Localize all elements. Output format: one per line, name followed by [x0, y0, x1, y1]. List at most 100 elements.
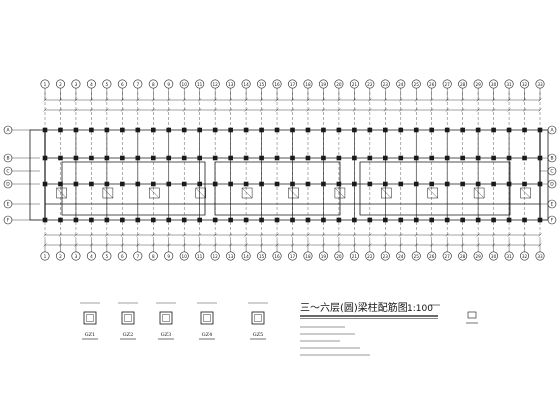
grid-number: 18: [305, 82, 311, 87]
column-square: [305, 127, 311, 133]
dimension-tick: [151, 233, 155, 237]
grid-number: 11: [197, 254, 203, 259]
grid-number: 5: [106, 82, 109, 87]
grid-number: 23: [383, 82, 389, 87]
column-square: [135, 155, 141, 161]
grid-number: 17: [290, 82, 296, 87]
dimension-tick: [198, 243, 202, 247]
dimension-tick: [43, 98, 47, 102]
grid-number: 27: [445, 254, 451, 259]
column-square: [352, 127, 357, 133]
column-square: [120, 217, 125, 223]
dimension-tick: [321, 243, 326, 247]
column-square: [506, 155, 512, 161]
dimension-tick: [43, 243, 47, 247]
column-rebar-box: [86, 314, 94, 322]
dimension-tick: [399, 98, 403, 102]
dimension-tick: [275, 108, 279, 112]
column-square: [413, 127, 419, 133]
grid-number: 1: [44, 254, 47, 259]
column-square: [197, 127, 202, 133]
column-square: [42, 181, 48, 187]
column-square: [475, 181, 481, 187]
column-square: [197, 217, 202, 223]
grid-number: 22: [367, 82, 373, 87]
column-square: [166, 127, 172, 133]
dimension-tick: [352, 98, 357, 102]
dimension-tick: [476, 108, 480, 112]
column-detail-label: GZ1: [85, 332, 96, 338]
grid-number: 15: [259, 254, 265, 259]
dimension-tick: [368, 233, 372, 237]
column-square: [491, 155, 496, 161]
dimension-tick: [290, 108, 295, 112]
column-square: [321, 127, 326, 133]
grid-number: 25: [414, 254, 420, 259]
dimension-tick: [151, 98, 155, 102]
dimension-tick: [58, 233, 63, 237]
dimension-tick: [228, 98, 233, 102]
dimension-tick: [198, 233, 202, 237]
dimension-tick: [414, 243, 418, 247]
grid-number: 6: [121, 82, 124, 87]
column-square: [290, 217, 295, 223]
dimension-tick: [430, 233, 434, 237]
dimension-tick: [275, 233, 279, 237]
column-square: [475, 217, 481, 223]
column-square: [166, 181, 172, 187]
dimension-tick: [182, 108, 186, 112]
column-square: [243, 181, 249, 187]
column-square: [259, 155, 264, 161]
dimension-tick: [120, 108, 124, 112]
grid-number: 32: [522, 254, 528, 259]
column-square: [367, 155, 373, 161]
grid-number: 28: [460, 82, 466, 87]
column-square: [506, 217, 512, 223]
grid-number: 12: [212, 254, 218, 259]
dimension-tick: [74, 233, 78, 237]
column-square: [150, 127, 156, 133]
column-square: [522, 127, 527, 133]
column-square: [120, 181, 125, 187]
dimension-tick: [74, 243, 78, 247]
grid-number: 33: [537, 82, 543, 87]
dimension-tick: [476, 243, 480, 247]
notes-block: [300, 326, 370, 356]
dimension-tick: [58, 243, 63, 247]
column-square: [135, 181, 141, 187]
column-square: [58, 155, 63, 161]
dimension-tick: [491, 243, 496, 247]
column-section-box: [159, 311, 173, 325]
dimension-tick: [244, 233, 248, 237]
grid-number: 21: [352, 254, 358, 259]
column-square: [135, 127, 141, 133]
dimension-tick: [167, 108, 171, 112]
hatch-line: [288, 187, 299, 199]
dimension-tick: [120, 233, 124, 237]
stair-block: [102, 187, 114, 199]
interior-walls: [42, 127, 543, 223]
dimension-tick: [522, 233, 527, 237]
column-section-box: [121, 311, 135, 325]
stair-block: [241, 187, 253, 199]
column-square: [398, 181, 404, 187]
dimension-tick: [461, 108, 465, 112]
grid-number: 6: [121, 254, 124, 259]
grid-number: 31: [506, 82, 512, 87]
dimension-tick: [198, 108, 202, 112]
dimension-tick: [491, 98, 496, 102]
column-square: [321, 217, 326, 223]
stair-block: [149, 187, 160, 199]
grid-number: 29: [475, 254, 481, 259]
dimension-tick: [337, 243, 341, 247]
grid-number: 13: [228, 82, 234, 87]
stair-block: [334, 187, 346, 199]
dimension-tick: [244, 243, 248, 247]
column-square: [89, 155, 94, 161]
dimension-tick: [151, 243, 155, 247]
dimension-tick: [89, 233, 94, 237]
dimension-tick: [414, 233, 418, 237]
column-square: [413, 217, 419, 223]
column-square: [444, 127, 450, 133]
hatch-line: [149, 187, 160, 199]
